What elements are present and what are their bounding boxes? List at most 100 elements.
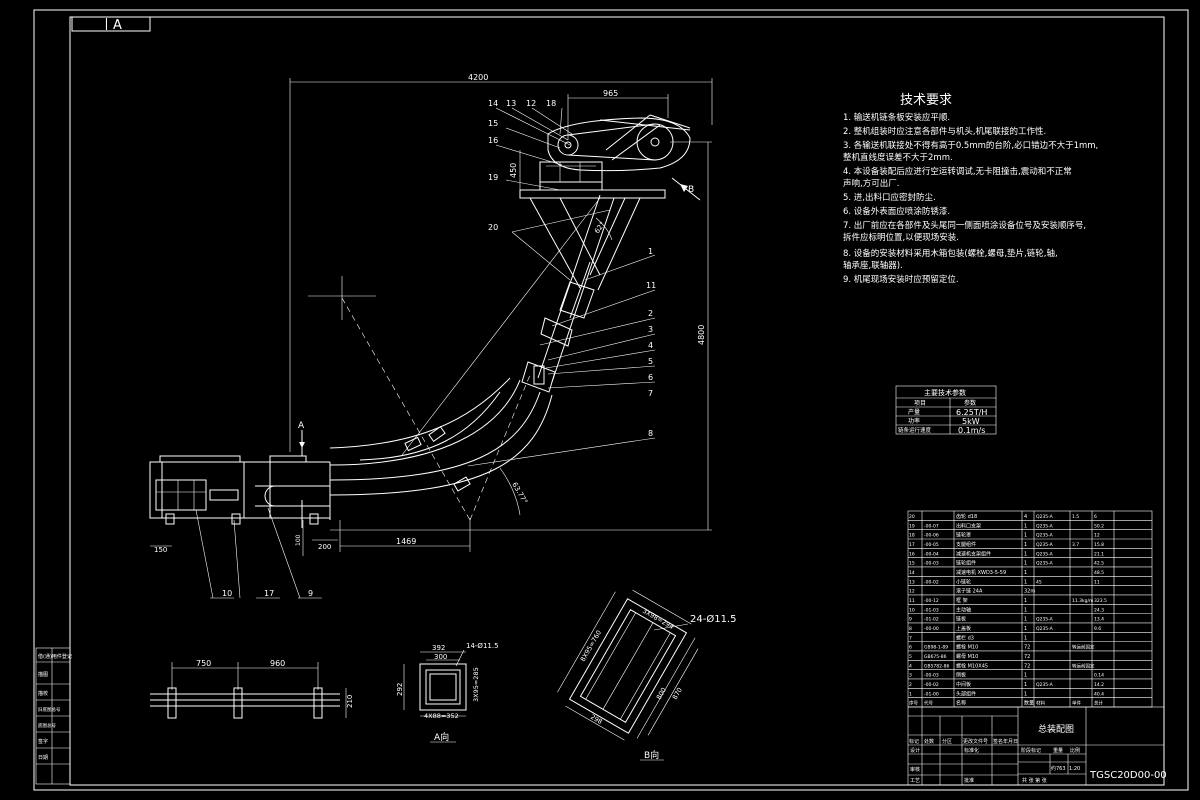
tb-design: 设计 [910,747,920,754]
callout-20: 20 [488,223,498,232]
tb-weight-val: 约763 [1051,765,1066,772]
parts-head-cell: 名称 [956,700,966,707]
tech-item-3b: 整机直线度误差不大于2mm. [843,152,953,163]
parts-head-cell: 总计 [1094,700,1103,707]
drawing-name: 总装配图 [1038,723,1074,735]
parts-cell: 11.3kg/m [1072,598,1093,604]
a-dim-300: 300 [434,653,447,661]
parts-cell: Q235-A [1036,682,1054,688]
callout-12: 12 [526,99,536,108]
parts-cell: 4 [1024,514,1027,520]
parts-cell: 9.6 [1094,626,1101,632]
sheet-frame: 丨A [33,9,1189,791]
parts-cell: 链轮组件 [956,560,976,567]
parts-cell: Q235-A [1036,626,1054,632]
callout-9: 9 [308,589,313,598]
parts-cell: 12 [909,589,915,595]
callout-11: 11 [646,281,656,290]
parts-cell: Q235-A [1036,523,1054,529]
tb-label-date: 年月日 [1003,738,1018,745]
stamp-text-1: 描图 [38,671,48,678]
stamp-text-4: 底图总号 [38,722,56,729]
callout-3: 3 [648,325,653,334]
callout-7: 7 [648,389,653,398]
parts-cell: -01-03 [924,607,939,613]
parts-head-cell: 代号 [924,700,933,707]
parts-cell: Q235-A [1036,551,1054,557]
parts-cell: 链板 [956,616,966,623]
parts-cell: 小链轮 [956,578,971,585]
section-marker-a: A [298,421,305,431]
parts-cell: 出料口支架 [956,522,981,529]
dim-1469: 1469 [396,537,416,546]
parts-cell: 0.14 [1094,673,1104,679]
parts-cell: 1 [1024,598,1027,604]
parts-cell: 侧板 [956,672,966,679]
parts-cell: 72 [1024,663,1030,669]
parts-cell: 48.5 [1094,570,1104,576]
parts-cell: 13.4 [1094,617,1104,623]
parts-cell: 1 [1024,561,1027,567]
tb-scale-val: 1:20 [1069,766,1080,772]
parts-cell: 19 [909,523,915,529]
side-stamp: 借(通)用件登记 描图 描校 旧底图总号 底图总号 签字 日期 [35,647,72,785]
parts-cell: Q235-A [1036,561,1054,567]
tech-item-2: 2. 整机组装时应注意各部件与机头,机尾联接的工作性. [843,126,1046,137]
stamp-text-5: 签字 [38,738,48,745]
tech-title: 技术要求 [900,93,952,108]
parts-cell: 50.2 [1094,523,1104,529]
parts-cell: 主动轴 [956,606,971,613]
parts-cell: 15.8 [1094,542,1104,548]
tech-item-8: 8. 设备的安装材料采用木箱包装(螺栓,螺母,垫片,链轮,轴, [843,248,1058,259]
tb-label-mark: 标记 [909,738,919,745]
params-row-0-v: 6.25T/H [956,408,987,417]
tb-label-sign: 签名 [993,738,1003,745]
parts-cell: -00-12 [924,598,939,604]
a-dim-holes: 14-Ø11.5 [466,642,499,650]
callouts: 14 13 12 18 15 16 19 20 1 11 2 3 4 5 6 7… [195,99,656,599]
parts-cell: 转运前固定 [1072,644,1095,651]
dim-210: 210 [346,695,354,708]
parts-cell: Q235-A [1036,617,1054,623]
parts-cell: 1 [1024,682,1027,688]
tb-scale-label: 比例 [1070,747,1080,754]
parts-cell: 框 架 [956,597,968,604]
callout-14: 14 [488,99,498,108]
parts-cell: 减速电机 XWD3-5-59 [956,569,1006,576]
a-direction-view: 392 300 14-Ø11.5 292 3X95=285 4X88=352 A… [396,642,499,743]
parts-cell: -00-02 [924,579,939,585]
parts-cell: GB675-86 [924,654,947,660]
parts-cell: 10 [909,607,915,613]
dim-100: 100 [295,534,302,546]
parts-cell: -01-00 [924,691,939,697]
params-head-0: 项目 [914,400,926,407]
tech-item-9: 9. 机尾现场安装时应预留定位. [843,274,959,285]
tb-label-docno: 更改文件号 [963,738,988,745]
parts-cell: 11 [1094,579,1100,585]
tb-standard: 标准化 [964,747,979,754]
parts-cell: 1 [1024,570,1027,576]
parts-cell: 中间板 [956,681,971,688]
a-dim-292: 292 [396,683,404,696]
a-dim-392: 392 [432,644,445,652]
title-block: 标记 处数 分区 更改文件号 签名 年月日 设计 标准化 审核 工艺 批准 阶段… [907,706,1167,786]
parts-head-cell: 序号 [909,700,918,707]
parts-cell: 转运前固定 [1072,662,1095,669]
parts-cell: 7 [909,635,912,641]
parts-cell: 12 [1094,533,1100,539]
tb-stage: 阶段标记 [1021,747,1041,754]
stamp-text-6: 日期 [38,755,48,761]
callout-13: 13 [506,99,516,108]
parts-cell: 齿轮 d18 [956,513,977,520]
tech-item-7b: 拆件应标明位置,以便现场安装. [843,232,959,243]
parts-cell: 15 [909,561,915,567]
b-dim-holes: 24-Ø11.5 [690,613,736,625]
parts-head-cell: 数量 [1024,700,1034,707]
parts-cell: 42.5 [1094,561,1104,567]
params-row-1-v: 5kW [962,417,980,426]
parts-cell: GB5782-86 [924,663,950,669]
tb-label-zone: 分区 [942,738,952,745]
callout-2: 2 [648,309,653,318]
parts-cell: -00-05 [924,542,939,548]
